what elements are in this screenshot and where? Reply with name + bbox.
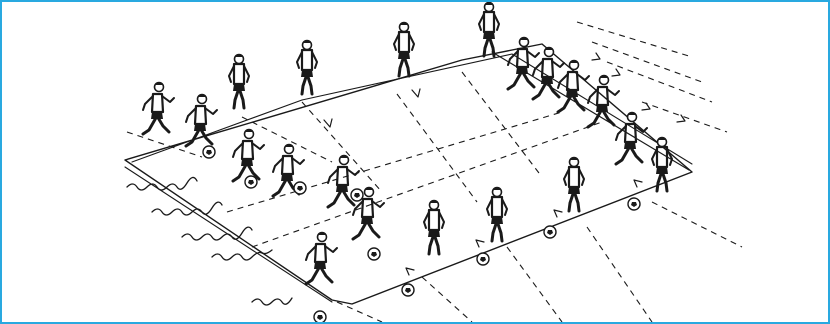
- player-hair: [493, 187, 501, 190]
- player-torso: [429, 210, 439, 230]
- player-arm: [292, 158, 304, 164]
- player-hair: [430, 200, 438, 203]
- balls-layer: [203, 146, 640, 322]
- arrow-mark: [592, 53, 600, 60]
- wavy-run: [152, 202, 222, 215]
- wavy-run: [127, 177, 197, 190]
- movement-paths: [127, 22, 742, 322]
- player-figure: [394, 22, 414, 76]
- player-figure: [306, 232, 337, 284]
- arrow-mark: [634, 180, 642, 187]
- soccer-ball: [245, 176, 257, 188]
- player-torso: [234, 64, 244, 84]
- arrow-marks: [324, 53, 685, 275]
- soccer-ball: [314, 311, 326, 322]
- player-hair: [400, 22, 408, 25]
- player-arm: [205, 108, 217, 114]
- player-hair: [235, 54, 243, 57]
- soccer-ball: [477, 253, 489, 265]
- path-line: [577, 22, 692, 57]
- player-arm: [325, 246, 337, 252]
- player-hair: [245, 129, 253, 132]
- player-figure: [424, 200, 444, 254]
- path-line: [337, 302, 382, 322]
- soccer-ball: [294, 182, 306, 194]
- player-hair: [600, 75, 608, 78]
- player-hair: [570, 157, 578, 160]
- arrow-mark: [324, 119, 332, 127]
- wavy-run: [212, 250, 272, 260]
- soccer-ball: [203, 146, 215, 158]
- player-hair: [155, 82, 163, 85]
- path-line: [302, 102, 382, 192]
- player-figure: [229, 54, 249, 108]
- player-hair: [520, 37, 528, 40]
- player-arm: [252, 143, 264, 149]
- player-hair: [198, 94, 206, 97]
- player-figure: [479, 2, 499, 56]
- player-hair: [570, 60, 578, 63]
- player-torso: [492, 197, 502, 217]
- path-line: [397, 94, 477, 202]
- player-hair: [365, 187, 373, 190]
- player-torso: [484, 12, 494, 32]
- player-arm: [347, 169, 359, 175]
- player-arm: [527, 51, 539, 57]
- player-hair: [318, 232, 326, 235]
- soccer-ball: [402, 284, 414, 296]
- player-torso: [302, 50, 312, 70]
- player-hair: [658, 137, 666, 140]
- path-line: [587, 227, 652, 322]
- player-hair: [628, 112, 636, 115]
- player-figure: [558, 60, 589, 112]
- player-figure: [508, 37, 539, 89]
- arrow-mark: [612, 69, 620, 76]
- player-figure: [186, 94, 217, 146]
- arrow-mark: [642, 103, 650, 110]
- player-hair: [303, 40, 311, 43]
- players-layer: [143, 2, 672, 284]
- path-line: [642, 102, 727, 132]
- player-figure: [487, 187, 507, 241]
- player-arm: [162, 96, 174, 102]
- player-hair: [340, 155, 348, 158]
- player-figure: [143, 82, 174, 134]
- arrow-mark: [476, 240, 484, 247]
- player-hair: [485, 2, 493, 5]
- arrow-mark: [412, 89, 420, 97]
- player-torso: [569, 167, 579, 187]
- arrow-mark: [406, 268, 414, 275]
- soccer-ball: [544, 226, 556, 238]
- player-figure: [297, 40, 317, 94]
- wavy-run: [252, 298, 292, 305]
- soccer-ball: [628, 198, 640, 210]
- arrow-mark: [677, 115, 685, 122]
- player-figure: [233, 129, 264, 181]
- path-line: [227, 112, 562, 212]
- path-line: [607, 62, 712, 102]
- player-figure: [564, 157, 584, 211]
- player-hair: [285, 144, 293, 147]
- arrow-mark: [554, 210, 562, 217]
- player-arm: [607, 89, 619, 95]
- soccer-ball: [351, 189, 363, 201]
- path-line: [507, 247, 562, 322]
- player-arm: [577, 74, 589, 80]
- path-line: [422, 277, 472, 322]
- path-line: [652, 202, 742, 247]
- player-torso: [399, 32, 409, 52]
- soccer-ball: [368, 248, 380, 260]
- path-line: [462, 72, 542, 177]
